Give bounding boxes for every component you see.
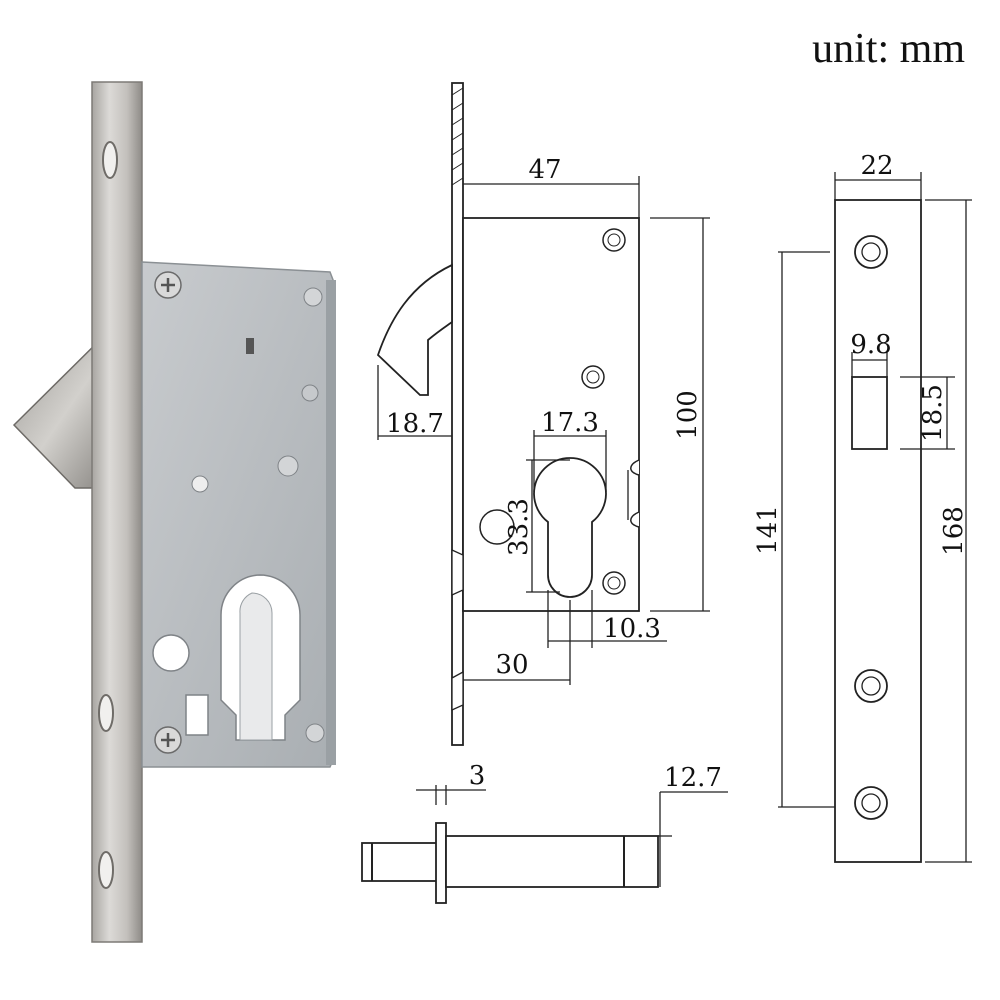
strike-plate-drawing: 22 9.8 18.5 141 168 xyxy=(753,151,972,863)
screw-cross xyxy=(161,278,175,292)
faceplate-screw-hole xyxy=(98,694,114,732)
follower-hole xyxy=(152,634,190,672)
spindle-tip xyxy=(361,842,438,882)
case-rivet xyxy=(191,475,209,493)
dim-label-18-7: 18.7 xyxy=(386,409,444,439)
hatch xyxy=(451,87,464,186)
unit-label: unit: mm xyxy=(812,26,965,72)
side-hole-inner xyxy=(607,576,621,590)
dim-label-12-7: 12.7 xyxy=(664,763,722,793)
dim-label-33-3: 33.3 xyxy=(504,498,534,556)
dim-label-141: 141 xyxy=(753,505,783,555)
dim-label-17-3: 17.3 xyxy=(541,408,599,438)
faceplate-screw-hole xyxy=(98,851,114,889)
dim-label-100: 100 xyxy=(673,390,703,440)
spindle-flange xyxy=(435,822,447,904)
side-follower-hole xyxy=(479,509,515,545)
dim-label-3: 3 xyxy=(469,761,486,791)
side-faceplate xyxy=(451,82,464,746)
strike-screw-hole-inner xyxy=(861,676,881,696)
case-edge xyxy=(326,280,336,765)
cylinder-profile xyxy=(239,592,273,741)
side-bottom-bracket xyxy=(451,548,464,712)
case-rivet xyxy=(301,384,319,402)
case-rivet xyxy=(303,287,323,307)
dim-label-47: 47 xyxy=(528,155,561,185)
side-hole-inner xyxy=(607,233,621,247)
dim-label-22: 22 xyxy=(860,151,893,181)
dim-label-168: 168 xyxy=(939,506,969,556)
strike-screw-hole-inner xyxy=(861,242,881,262)
dim-label-30: 30 xyxy=(495,650,528,680)
screw-cross xyxy=(161,733,175,747)
spindle-body xyxy=(445,835,659,888)
faceplate xyxy=(91,81,143,943)
side-cylinder-profile xyxy=(533,457,607,598)
case-slot xyxy=(246,338,254,354)
case-rivet xyxy=(305,723,325,743)
dim-label-10-3: 10.3 xyxy=(603,614,661,644)
lower-slot xyxy=(185,694,209,736)
strike-screw-hole-inner xyxy=(861,793,881,813)
spindle-drawing: 3 12.7 xyxy=(361,761,728,904)
lock-illustration xyxy=(12,81,336,943)
side-hook xyxy=(376,263,453,396)
strike-hook-hole xyxy=(851,376,888,450)
side-hole-inner xyxy=(586,370,600,384)
strike-plate xyxy=(834,199,922,863)
side-notch xyxy=(630,459,640,528)
dim-label-9-8: 9.8 xyxy=(850,330,891,360)
side-view-drawing: 47 18.7 17.3 100 33.3 10.3 30 xyxy=(376,82,710,746)
faceplate-screw-hole xyxy=(102,141,118,179)
case-rivet xyxy=(277,455,299,477)
dim-label-18-5: 18.5 xyxy=(918,384,948,442)
